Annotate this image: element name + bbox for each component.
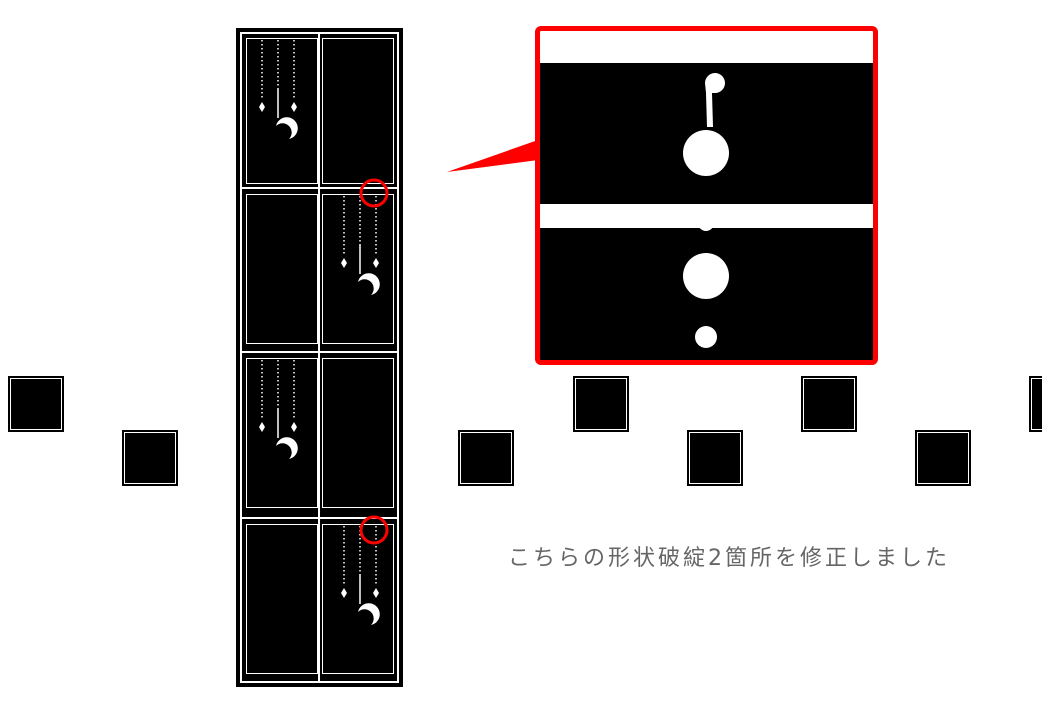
- decorative-square: [573, 376, 629, 432]
- panel-frame: [246, 38, 318, 184]
- decorative-square: [915, 430, 971, 486]
- column-divider: [318, 34, 320, 681]
- panel-frame: [322, 358, 394, 508]
- decorative-square: [801, 376, 857, 432]
- panel-frame: [246, 524, 318, 674]
- caption-text: こちらの形状破綻2箇所を修正しました: [508, 546, 950, 571]
- panel-frame: [322, 524, 394, 674]
- decorative-square: [687, 430, 743, 486]
- decorative-square: [458, 430, 514, 486]
- card-strip: [236, 28, 403, 687]
- panel-frame: [322, 38, 394, 184]
- panel-frame: [246, 194, 318, 344]
- strip-outer-frame: [240, 32, 399, 683]
- decorative-square: [122, 430, 178, 486]
- zoom-pointer: [447, 140, 538, 172]
- decorative-square: [8, 376, 64, 432]
- panel-frame: [322, 194, 394, 344]
- red-circle-marker: [359, 178, 389, 208]
- white-band: [540, 31, 873, 63]
- panel-frame: [246, 358, 318, 508]
- zoom-panel: [535, 26, 878, 365]
- decorative-square: [1029, 376, 1042, 432]
- zoom-detail: [683, 73, 729, 348]
- red-circle-marker: [359, 515, 389, 545]
